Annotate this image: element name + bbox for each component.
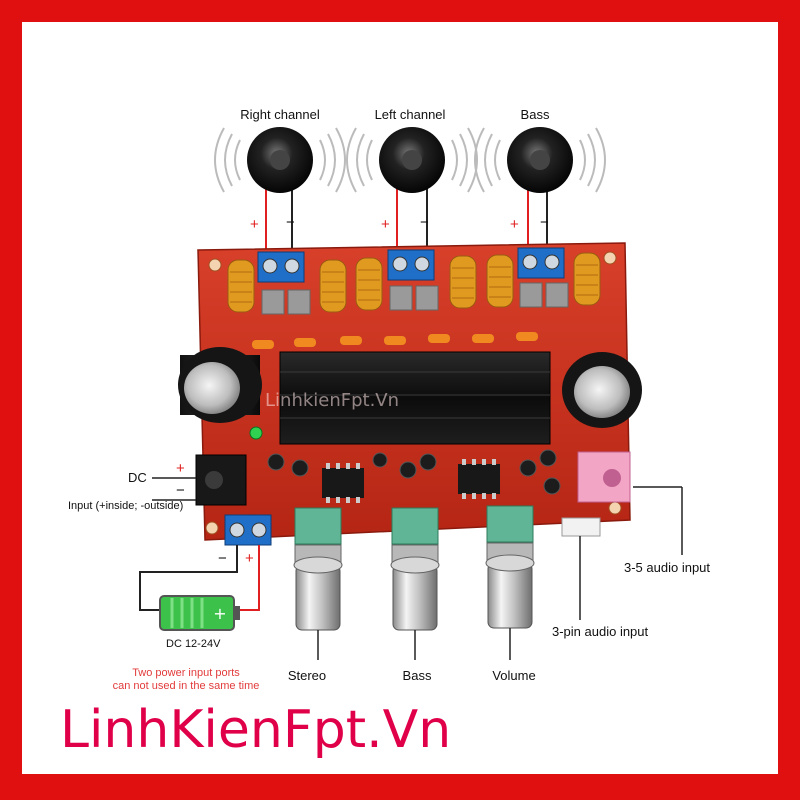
- speaker-bass: [474, 127, 606, 193]
- led-icon: [249, 426, 263, 440]
- minus-dc: −: [176, 482, 185, 499]
- watermark: LinhkienFpt.Vn: [265, 390, 400, 411]
- sound-waves-icon: [451, 127, 478, 193]
- potentiometers: [294, 505, 534, 545]
- speaker-right: [214, 127, 346, 193]
- chokes: [261, 282, 569, 315]
- label-dc: DC: [128, 470, 147, 485]
- mount-hole: [208, 258, 222, 272]
- sound-waves-icon: [579, 127, 606, 193]
- capacitor-right: [562, 352, 642, 428]
- brand-logo-text: LinhKienFpt.Vn: [60, 700, 452, 760]
- inductors: [227, 252, 601, 313]
- power-warning: Two power input ports can not used in th…: [66, 667, 306, 693]
- minus-left: −: [420, 214, 429, 231]
- mount-hole: [205, 521, 219, 535]
- speaker-terminals: [257, 247, 565, 283]
- inductor-coils: [230, 264, 598, 303]
- sound-waves-icon: [346, 127, 373, 193]
- label-3pin-input: 3-pin audio input: [552, 624, 649, 639]
- capacitor-left: [178, 347, 262, 423]
- op-amp-chips: [322, 459, 500, 503]
- label-bass-speaker: Bass: [520, 107, 550, 122]
- plus-power: +: [245, 550, 254, 567]
- dc-jack: [195, 454, 247, 506]
- input-leaders: [152, 477, 683, 620]
- battery-wires: [139, 545, 260, 611]
- minus-power: −: [218, 550, 227, 567]
- sound-waves-icon: [214, 127, 241, 193]
- label-input: Input (+inside; -outside): [68, 500, 184, 512]
- minus-bass: −: [540, 214, 549, 231]
- warning-line-1: Two power input ports: [132, 667, 240, 679]
- warning-line-2: can not used in the same time: [112, 680, 260, 692]
- knob-leaders: [317, 628, 511, 660]
- sound-waves-icon: [474, 127, 501, 193]
- plus-dc: +: [176, 460, 185, 477]
- speaker-dustcap: [530, 150, 550, 170]
- plus-bass: +: [510, 216, 519, 233]
- label-aux-input: 3-5 audio input: [624, 560, 711, 575]
- speaker-dustcap: [270, 150, 290, 170]
- label-right-channel: Right channel: [240, 107, 320, 122]
- resistors: [252, 332, 538, 349]
- three-pin-header: [561, 517, 601, 537]
- power-terminal: [224, 514, 272, 546]
- amplifier-board: [178, 242, 642, 546]
- speaker-wires: [265, 182, 548, 255]
- audio-jack-3.5: [577, 451, 631, 503]
- minus-right: −: [286, 214, 295, 231]
- knob-bass[interactable]: [390, 544, 440, 631]
- plus-left: +: [381, 216, 390, 233]
- small-capacitors: [267, 449, 561, 495]
- sound-waves-icon: [319, 127, 346, 193]
- speaker-dustcap: [402, 150, 422, 170]
- plus-right: +: [250, 216, 259, 233]
- heatsink: [279, 351, 551, 445]
- speaker-left: [346, 127, 478, 193]
- mount-hole: [608, 501, 622, 515]
- knob-stereo[interactable]: [293, 544, 343, 631]
- battery-icon: +: [159, 595, 240, 631]
- label-knob-stereo: Stereo: [287, 668, 327, 683]
- label-battery: DC 12-24V: [166, 638, 221, 650]
- label-knob-bass: Bass: [402, 668, 432, 683]
- svg-text:+: +: [213, 604, 226, 623]
- knob-volume[interactable]: [485, 542, 535, 629]
- label-left-channel: Left channel: [374, 107, 446, 122]
- label-knob-volume: Volume: [492, 668, 536, 683]
- mount-hole: [603, 251, 617, 265]
